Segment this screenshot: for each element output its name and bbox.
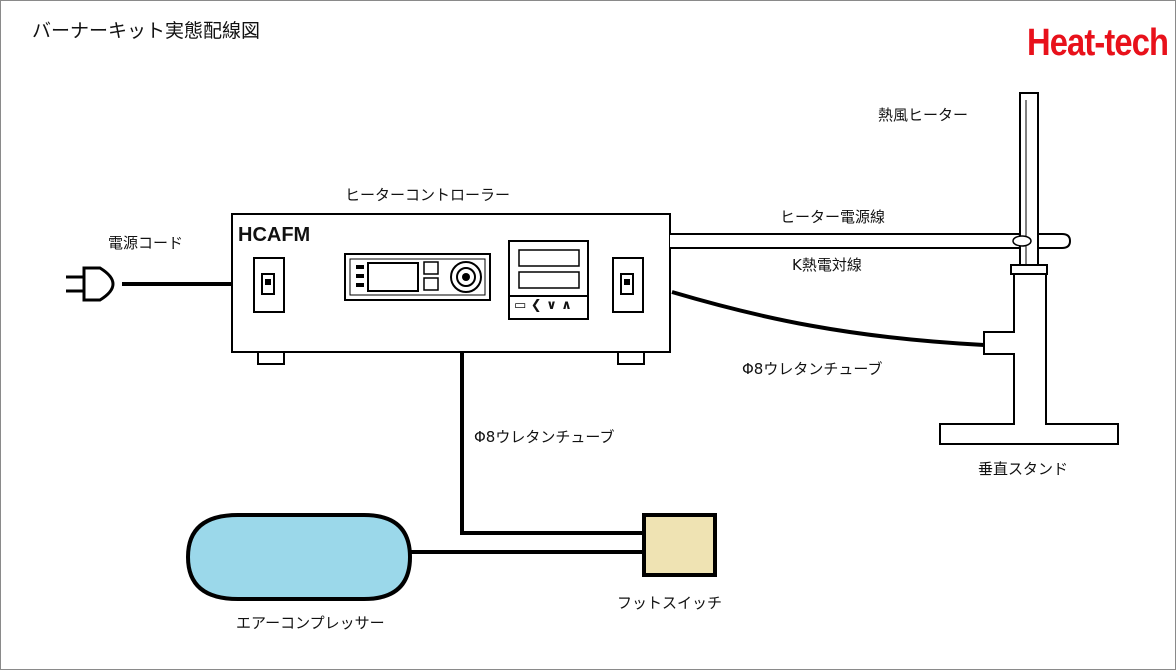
controller-model-label: HCAFM (238, 224, 311, 246)
heat-tech-logo: Heat-tech (1026, 22, 1169, 64)
urethane-tube-lower-label: Φ8ウレタンチューブ (474, 428, 615, 446)
foot-switch-box (642, 513, 717, 577)
foot-switch-label: フットスイッチ (617, 594, 723, 612)
heater-cable (670, 233, 1072, 249)
power-plug-icon (66, 266, 115, 302)
controller-display-panel (344, 253, 491, 301)
diagram-title: バーナーキット実態配線図 (32, 20, 261, 42)
urethane-tube-upper (671, 290, 985, 347)
meter-keys: ▭ ❮ ∨ ∧ (514, 298, 572, 313)
power-cord-label: 電源コード (108, 234, 184, 252)
temperature-meter (508, 240, 589, 320)
heater-power-line-label: ヒーター電源線 (780, 208, 886, 226)
power-switch-left (253, 257, 285, 313)
stand-label: 垂直スタンド (978, 460, 1069, 478)
compressor-label: エアーコンプレッサー (236, 614, 385, 632)
thermocouple-label: K熱電対線 (792, 256, 862, 274)
controller-label: ヒーターコントローラー (345, 186, 511, 204)
urethane-tube-lower (460, 352, 644, 535)
vertical-stand (939, 273, 1119, 445)
hot-air-heater-label: 熱風ヒーター (878, 106, 969, 124)
urethane-tube-upper-label: Φ8ウレタンチューブ (742, 360, 883, 378)
air-compressor-tank (185, 513, 413, 601)
